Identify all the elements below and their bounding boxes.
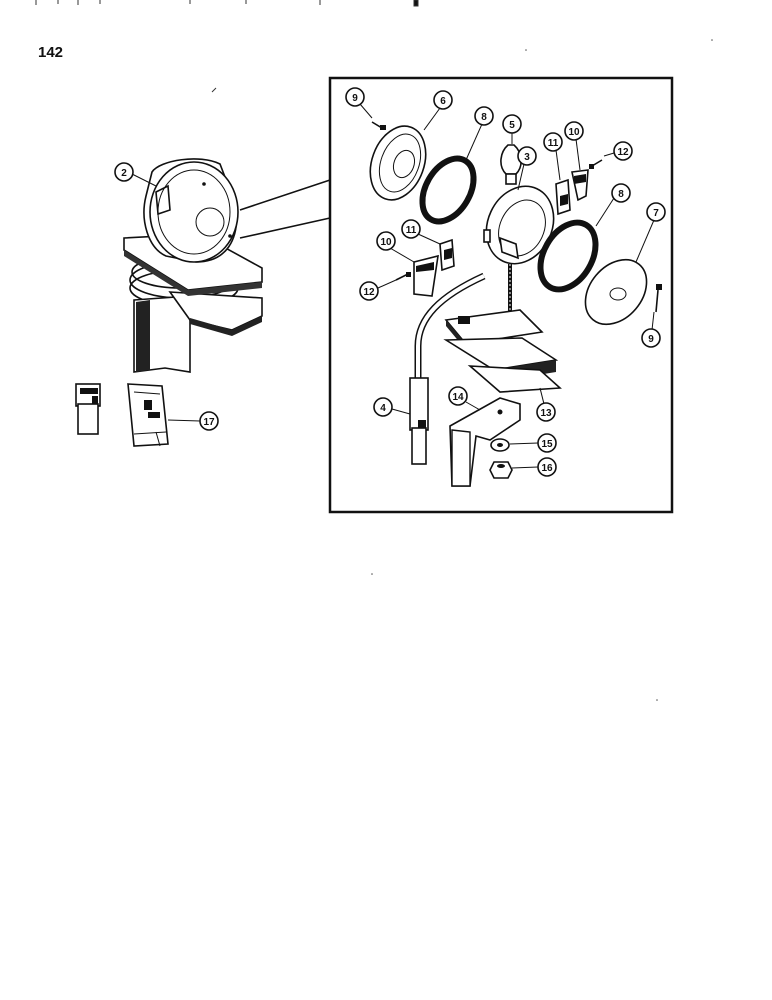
callout-11-top: 11 [543, 132, 563, 181]
callout-9-top: 9 [345, 87, 373, 119]
callout-15: 15 [509, 433, 557, 453]
svg-text:11: 11 [548, 138, 559, 149]
scan-dots [371, 39, 713, 701]
svg-text:7: 7 [653, 208, 659, 219]
assembled-lamp [75, 158, 263, 447]
callout-6: 6 [423, 90, 453, 131]
svg-text:6: 6 [440, 96, 446, 107]
svg-text:12: 12 [617, 147, 629, 158]
callout-16: 16 [511, 457, 557, 477]
callout-9-right: 9 [641, 311, 661, 348]
scan-marks [35, 0, 419, 93]
svg-text:13: 13 [540, 408, 552, 419]
svg-text:8: 8 [481, 112, 487, 123]
svg-text:4: 4 [380, 403, 386, 414]
callout-10-top: 10 [564, 121, 584, 171]
svg-text:3: 3 [524, 152, 530, 163]
page-number: 142 [38, 44, 64, 61]
callout-10-left: 10 [376, 231, 415, 263]
callout-8-top: 8 [465, 106, 494, 161]
callout-3: 3 [517, 146, 537, 191]
svg-text:11: 11 [406, 225, 417, 236]
svg-text:17: 17 [203, 417, 215, 428]
exploded-view-parts [369, 121, 662, 487]
detail-pointer [239, 179, 331, 239]
svg-text:10: 10 [568, 127, 580, 138]
svg-text:9: 9 [648, 334, 654, 345]
callout-12-top: 12 [603, 141, 633, 161]
svg-text:12: 12 [363, 287, 375, 298]
svg-text:2: 2 [121, 168, 127, 179]
callout-5: 5 [502, 114, 522, 144]
svg-text:10: 10 [380, 237, 392, 248]
svg-text:5: 5 [509, 120, 515, 131]
svg-text:16: 16 [541, 463, 553, 474]
callout-12-left: 12 [359, 279, 397, 301]
svg-text:15: 15 [541, 439, 553, 450]
callout-17: 17 [167, 411, 219, 431]
callout-13: 13 [536, 387, 556, 422]
callout-14: 14 [448, 386, 481, 411]
callout-4: 4 [373, 397, 411, 417]
svg-text:14: 14 [452, 392, 464, 403]
svg-text:8: 8 [618, 189, 624, 200]
callout-2: 2 [114, 162, 157, 187]
svg-text:9: 9 [352, 93, 358, 104]
callout-7: 7 [635, 202, 666, 263]
callout-8-right: 8 [595, 183, 631, 227]
callout-11-left: 11 [401, 219, 441, 245]
